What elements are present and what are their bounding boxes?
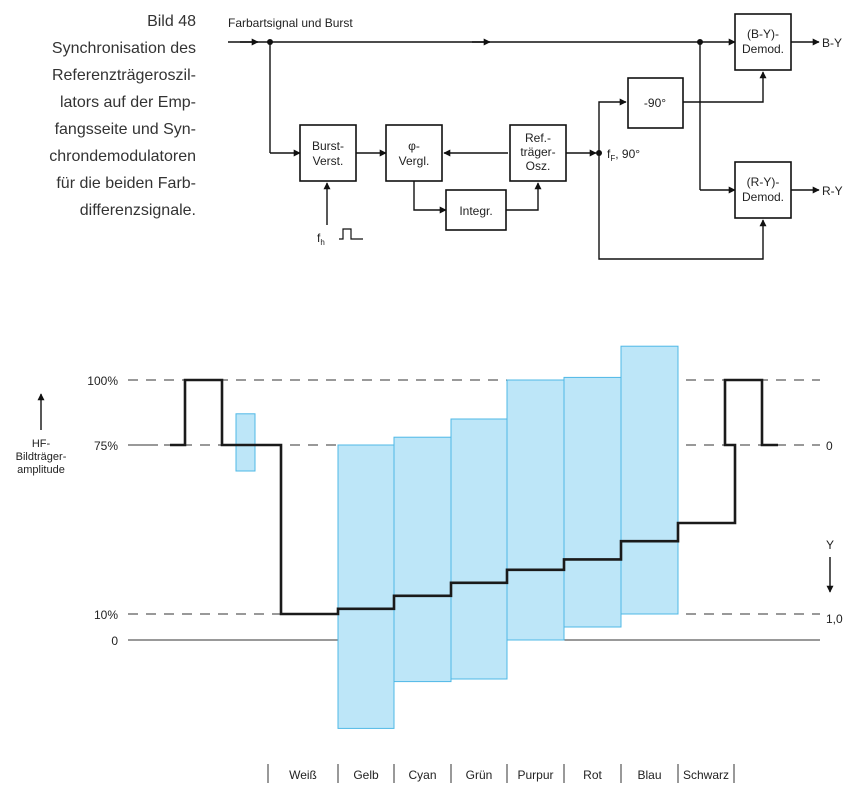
ry-demod-label: Demod.: [742, 190, 784, 204]
carrier-envelope-bar: [620, 345, 679, 615]
ref-osc-label: Ref.-: [525, 131, 551, 145]
block-diagram: [228, 38, 820, 260]
category-label: Rot: [583, 768, 602, 782]
integrator-label: Integr.: [459, 204, 492, 218]
reference-oscillator-block: [509, 124, 567, 182]
carrier-envelope-bar: [393, 436, 452, 683]
osc-output-label: fF, 90°: [607, 147, 640, 163]
category-label: Blau: [637, 768, 661, 782]
integrator-block: [445, 189, 507, 231]
right-axis-label: Y: [826, 538, 834, 552]
junction-dot: [596, 150, 602, 156]
phase-comp-label: Vergl.: [399, 154, 430, 168]
ref-osc-label: träger-: [520, 145, 555, 159]
y-axis-label: amplitude: [17, 464, 65, 476]
luminance-signal: [170, 378, 778, 616]
category-label: Purpur: [517, 768, 553, 782]
by-output-label: B-Y: [822, 36, 842, 50]
figure-caption: Bild 48 Synchronisation des Referenzträg…: [20, 8, 196, 224]
y-axis-label: HF-: [32, 438, 51, 450]
ry-output-label: R-Y: [822, 184, 843, 198]
by-demod-label: Demod.: [742, 42, 784, 56]
caption-line: differenzsignale.: [79, 202, 196, 219]
hpulse-symbol: [339, 228, 363, 240]
junction-dot: [267, 39, 273, 45]
category-label: Gelb: [353, 768, 379, 782]
to-phase-shift-arrow: [598, 98, 627, 153]
hpulse-label: fh: [317, 231, 325, 247]
phase-comp-label: φ-: [408, 139, 420, 153]
category-label: Schwarz: [683, 768, 729, 782]
carrier-envelope-bar: [563, 376, 622, 628]
left-tick-label: 100%: [87, 374, 118, 388]
carrier-envelope-bar: [337, 444, 395, 729]
phase-comparator-block: [385, 124, 443, 182]
junctions: [267, 39, 703, 156]
y-axis-label: Bildträger-: [16, 451, 67, 463]
burst-amp-label: Burst-: [312, 139, 344, 153]
to-ry-demod-arrow: [598, 153, 767, 260]
carrier-envelope-bar: [450, 418, 508, 680]
left-tick-label: 75%: [94, 439, 118, 453]
integrator-to-osc-arrow: [506, 182, 542, 211]
caption-line: fangsseite und Syn-: [54, 121, 196, 138]
junction-dot: [697, 39, 703, 45]
caption-line: chrondemodulatoren: [49, 148, 196, 165]
ry-demodulator-block: [734, 161, 792, 219]
caption-line: für die beiden Farb-: [56, 175, 196, 192]
input-label: Farbartsignal und Burst: [228, 16, 353, 30]
burst-amplifier-block: [299, 124, 357, 182]
by-demodulator-block: [734, 13, 792, 71]
ref-osc-label: Osz.: [526, 159, 551, 173]
caption-line: Referenzträgeroszil-: [51, 67, 196, 84]
waveform-chart: HF-Bildträger-amplitude100%75%10%0Y01,0W…: [16, 345, 843, 783]
ry-demod-label: (R-Y)-: [747, 175, 780, 189]
category-label: Grün: [466, 768, 493, 782]
shift-to-by-arrow: [683, 71, 767, 103]
burst-amp-label: Verst.: [313, 154, 344, 168]
burst-envelope: [235, 413, 256, 472]
right-tick-label: 0: [826, 439, 833, 453]
category-label: Weiß: [289, 768, 317, 782]
phase-shift-label: -90°: [644, 96, 666, 110]
right-tick-label: 1,0: [826, 612, 843, 626]
by-demod-label: (B-Y)-: [747, 27, 779, 41]
phase-shift-block: [627, 77, 684, 129]
caption-line: Synchronisation des: [51, 40, 196, 57]
caption-line: lators auf der Emp-: [59, 94, 196, 111]
left-tick-label: 0: [111, 634, 118, 648]
category-label: Cyan: [408, 768, 436, 782]
figure-number: Bild 48: [147, 13, 196, 30]
compare-to-integrator-arrow: [413, 181, 447, 214]
left-tick-label: 10%: [94, 608, 118, 622]
carrier-envelope-bar: [506, 379, 565, 641]
